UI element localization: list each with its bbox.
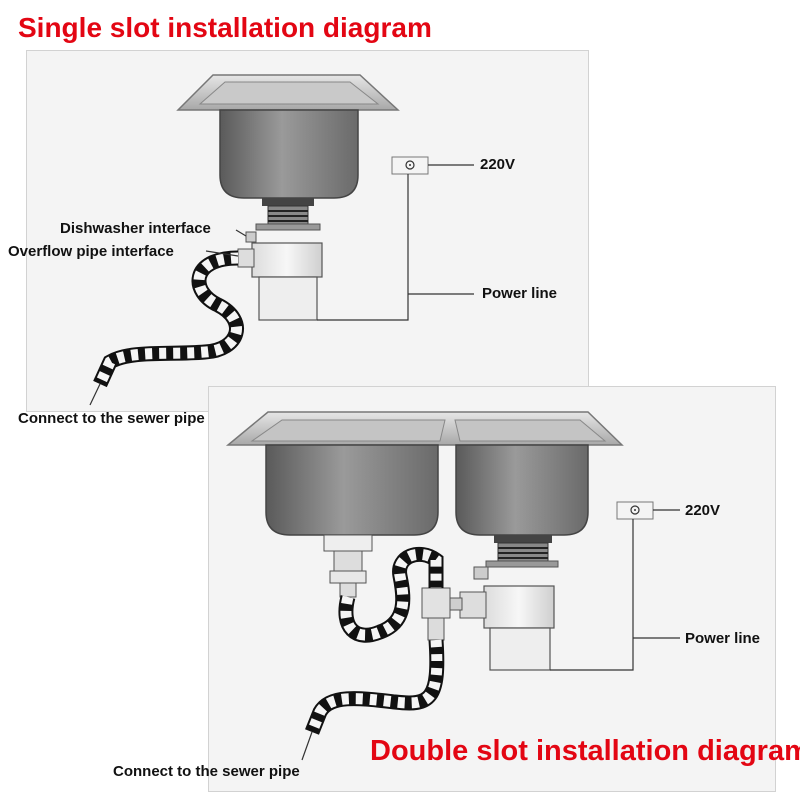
single-slot-title: Single slot installation diagram	[18, 12, 432, 43]
single-power-socket-icon	[391, 156, 429, 175]
double-voltage-label: 220V	[685, 502, 721, 519]
single-disposer-icon	[237, 198, 323, 321]
double-wiring	[301, 509, 680, 761]
double-tee-fitting-icon	[421, 587, 463, 641]
double-power-line-label: Power line	[685, 630, 761, 647]
double-drain-hose-icon	[305, 546, 445, 735]
single-wiring	[89, 164, 474, 406]
double-disposer-icon	[459, 535, 559, 671]
double-strainer-icon	[323, 534, 373, 598]
single-drain-hose-icon	[93, 250, 244, 388]
single-sink-icon	[176, 74, 400, 199]
single-power-line-label: Power line	[482, 285, 558, 302]
single-voltage-label: 220V	[480, 156, 516, 173]
dishwasher-interface-label: Dishwasher interface	[60, 220, 211, 237]
single-sewer-label: Connect to the sewer pipe	[18, 410, 205, 427]
double-power-socket-icon	[616, 501, 654, 520]
double-sewer-label: Connect to the sewer pipe	[113, 763, 300, 780]
double-sink-icon	[225, 411, 624, 536]
overflow-pipe-interface-label: Overflow pipe interface	[8, 243, 174, 260]
double-slot-title: Double slot installation diagram	[370, 735, 800, 767]
